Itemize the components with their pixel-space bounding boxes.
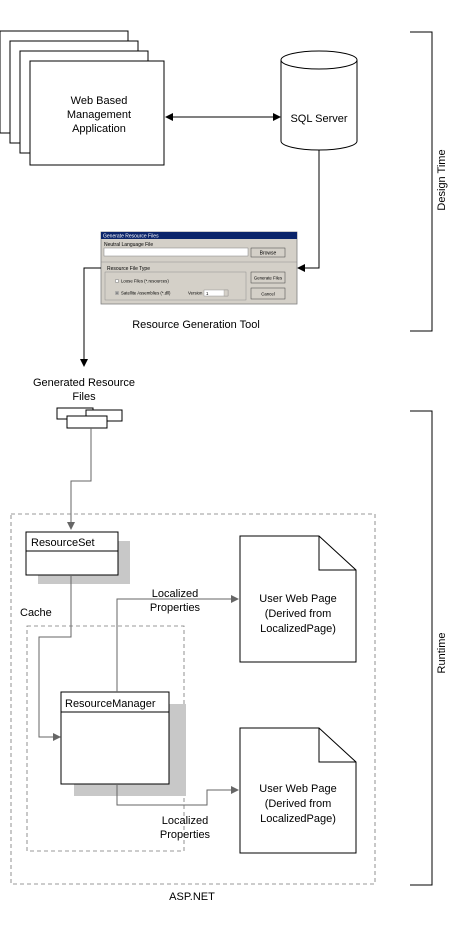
dialog-title: Generate Resource Files — [103, 234, 159, 240]
neutral-language-input[interactable] — [104, 248, 248, 256]
sql-server-body — [281, 60, 357, 150]
user-page-top-line-3: LocalizedPage) — [260, 623, 336, 635]
generate-files-button-label: Generate Files — [254, 276, 282, 281]
resource-generation-dialog: Generate Resource Files Neutral Language… — [101, 232, 297, 304]
aspnet-label: ASP.NET — [169, 891, 215, 903]
resourcemanager-label: ResourceManager — [65, 698, 156, 710]
resourceset-label: ResourceSet — [31, 537, 95, 549]
file-icon-3 — [67, 416, 107, 428]
user-page-bottom-line-2: (Derived from — [265, 798, 332, 810]
satellite-radio-dot — [116, 292, 118, 294]
localized-props-top-line-1: Localized — [152, 588, 198, 600]
resource-file-type-label: Resource File Type — [107, 266, 150, 272]
browse-button-label: Browse — [260, 251, 277, 257]
user-web-page-bottom: User Web Page (Derived from LocalizedPag… — [240, 728, 356, 853]
runtime-label: Runtime — [436, 633, 448, 674]
sql-server-label: SQL Server — [290, 113, 347, 125]
generated-files-label-line-1: Generated Resource — [33, 377, 135, 389]
user-page-bottom-line-1: User Web Page — [259, 783, 336, 795]
user-page-top-line-2: (Derived from — [265, 608, 332, 620]
cache-label: Cache — [20, 607, 52, 619]
neutral-language-label: Neutral Language File — [104, 242, 153, 248]
design-time-label: Design Time — [436, 149, 448, 210]
version-label: Version — [188, 291, 203, 296]
loose-files-label: Loose Files (*.resources) — [121, 279, 169, 284]
sql-server-database: SQL Server — [281, 51, 357, 150]
tool-caption: Resource Generation Tool — [132, 319, 260, 331]
sql-to-tool-connector — [298, 150, 319, 268]
user-page-bottom-line-3: LocalizedPage) — [260, 813, 336, 825]
runtime-bracket — [410, 411, 432, 885]
satellite-assemblies-label: Satellite Assemblies (*.dll) — [121, 291, 171, 296]
cancel-button-label: Cancel — [261, 292, 274, 297]
loose-files-radio[interactable] — [115, 279, 119, 283]
web-app-label-line-3: Application — [72, 123, 126, 135]
web-app-label-line-1: Web Based — [71, 95, 128, 107]
generated-files-icon — [57, 408, 122, 428]
web-app-label-line-2: Management — [67, 109, 131, 121]
design-time-bracket — [410, 32, 432, 331]
localized-props-bottom-line-1: Localized — [162, 815, 208, 827]
generated-files-label-line-2: Files — [72, 391, 96, 403]
web-app-stack: Web Based Management Application — [0, 31, 164, 165]
tool-to-files-connector — [84, 268, 101, 366]
localized-props-bottom-line-2: Properties — [160, 829, 211, 841]
user-web-page-top: User Web Page (Derived from LocalizedPag… — [240, 536, 356, 662]
localized-props-top-line-2: Properties — [150, 602, 201, 614]
resourceset-object: ResourceSet — [26, 532, 130, 584]
version-spinner[interactable] — [224, 290, 228, 296]
sql-server-top — [281, 51, 357, 69]
user-page-top-line-1: User Web Page — [259, 593, 336, 605]
resourcemanager-object: ResourceManager — [61, 692, 186, 796]
